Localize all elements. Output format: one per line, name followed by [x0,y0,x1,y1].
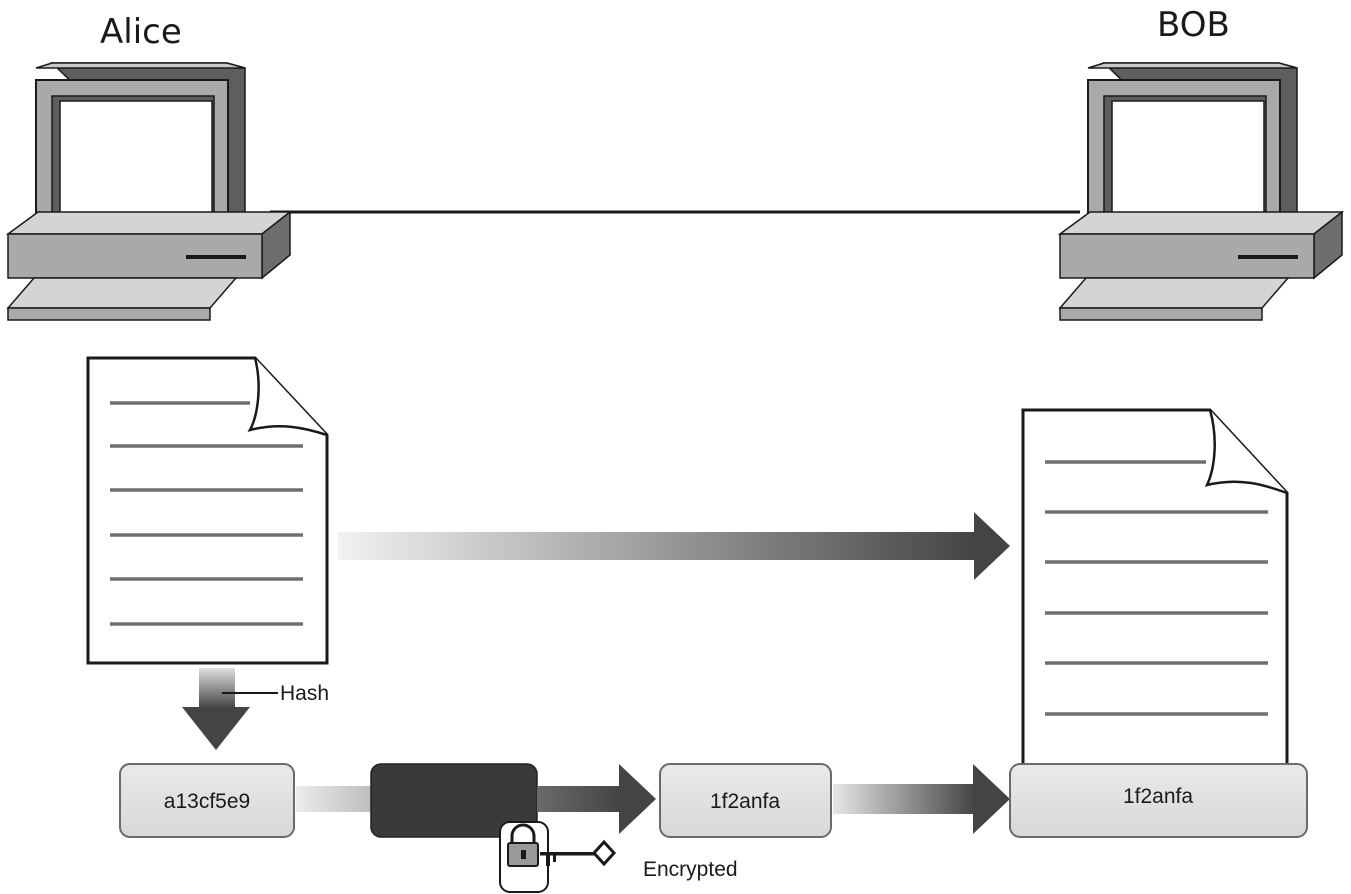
keyboard [1058,277,1290,321]
hash-to-encryptor-connector [296,786,372,812]
encrypted-hash-value: 1f2anfa [710,790,780,813]
encrypted-label: Encrypted [643,858,738,881]
original-document-icon [86,356,329,665]
document-lines [110,401,303,626]
base-unit [1057,210,1345,280]
document-lines [1045,460,1268,716]
keyboard [6,277,238,321]
hash-label: Hash [280,682,329,705]
base-unit [5,210,293,280]
document-transfer-arrow [338,512,1010,580]
hash-value: a13cf5e9 [164,790,250,813]
key-icon [540,839,617,867]
monitor [1087,62,1298,233]
alice-computer-icon [5,62,293,321]
encryption-output-arrow [537,764,656,834]
received-document-icon [1021,408,1289,767]
hash-arrow [182,668,250,750]
encrypted-hash-box [659,763,832,838]
signature-transfer-arrow [833,764,1010,834]
received-signature-box [1009,763,1308,838]
bob-computer-icon [1057,62,1345,321]
padlock-icon [507,823,539,867]
received-signature-value: 1f2anfa [1123,785,1193,808]
monitor [35,62,246,233]
alice-label: Alice [100,12,182,52]
bob-label: BOB [1157,5,1230,45]
hash-value-box [119,763,295,838]
